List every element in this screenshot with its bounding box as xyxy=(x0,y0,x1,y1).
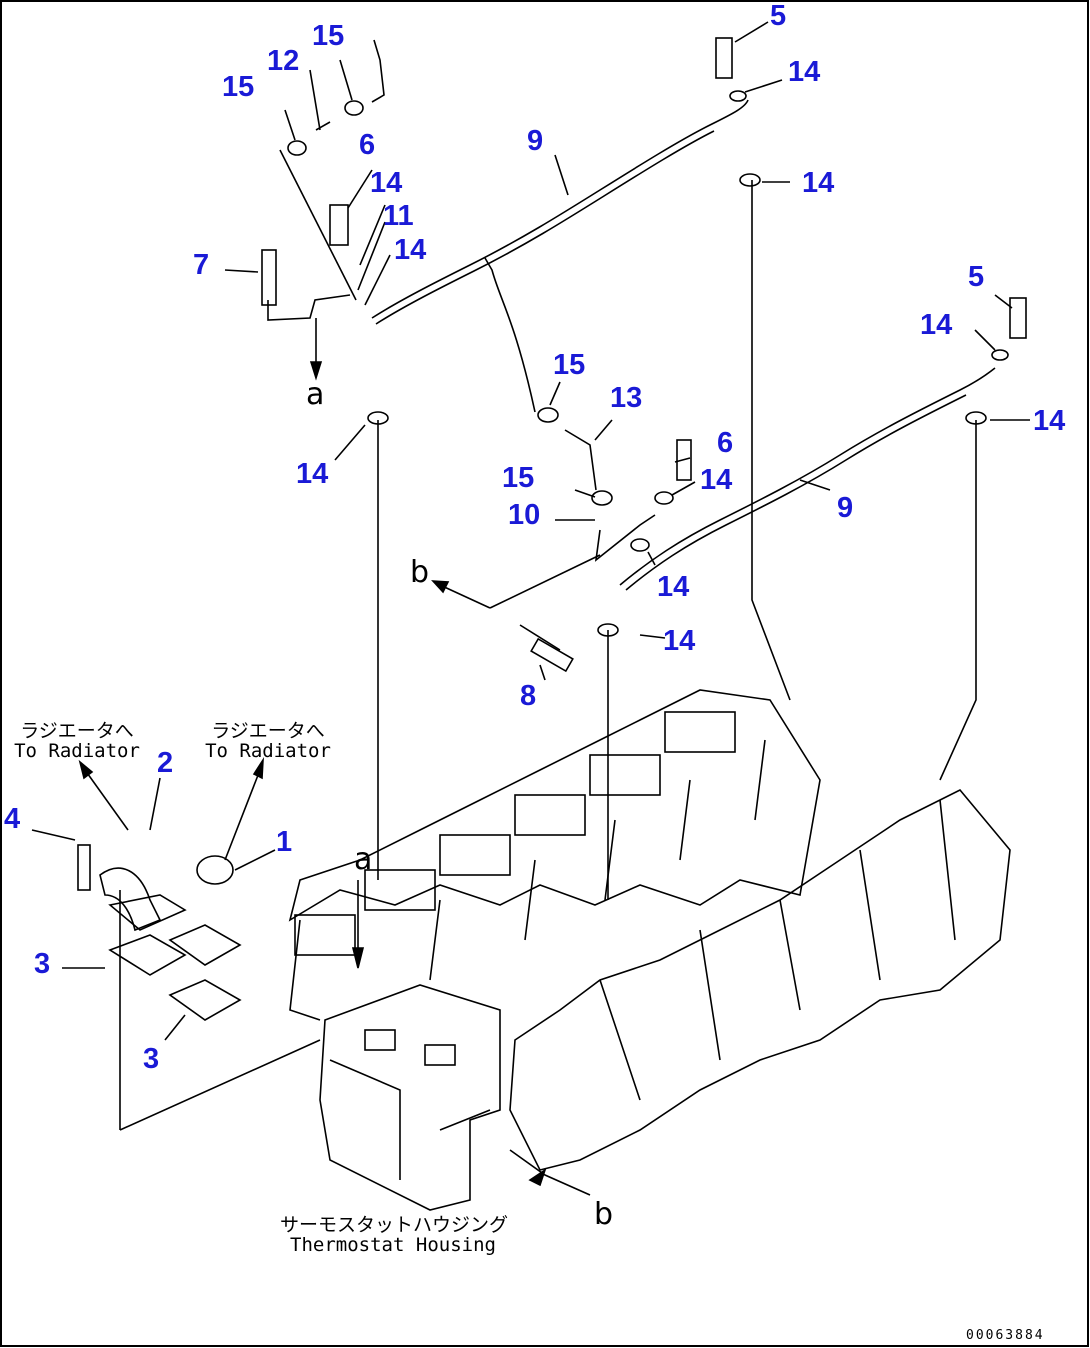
outlet-assembly xyxy=(77,757,264,1130)
callout-6-bolt-2: 6 xyxy=(717,427,734,459)
callout-7-bolt: 7 xyxy=(193,249,210,281)
callout-6-bolt: 6 xyxy=(359,129,376,161)
callout-14-washer-3: 14 xyxy=(370,167,403,199)
callout-3-gasket: 3 xyxy=(34,948,51,980)
callout-3-gasket-2: 3 xyxy=(143,1043,160,1075)
pipe-9-lower xyxy=(619,367,996,586)
callout-14-washer-10: 14 xyxy=(663,625,696,657)
callout-13-hose: 13 xyxy=(610,382,643,414)
ref-b-left: b xyxy=(410,555,430,590)
callout-15-clamp: 15 xyxy=(222,71,255,103)
ref-a-bottom: a xyxy=(354,842,373,877)
callout-14-washer-7: 14 xyxy=(296,458,329,490)
callout-9-pipe-lower: 9 xyxy=(837,492,854,524)
document-id: 00063884 xyxy=(966,1328,1045,1343)
note-en: Thermostat Housing xyxy=(290,1233,496,1256)
callout-9-pipe-upper: 9 xyxy=(527,125,544,157)
callout-4-bolt: 4 xyxy=(4,803,21,835)
callout-14-washer-4: 14 xyxy=(394,234,427,266)
note-jp: ラジエータへ xyxy=(211,720,325,742)
pipe-9-upper xyxy=(371,99,749,319)
note-to-radiator-right: ラジエータへ To Radiator xyxy=(196,720,340,762)
ref-b-bottom: b xyxy=(594,1197,614,1232)
callout-15-clamp-4: 15 xyxy=(502,462,535,494)
callout-15-clamp-2: 15 xyxy=(312,20,345,52)
callout-14-washer-2: 14 xyxy=(802,167,835,199)
note-jp: サーモスタットハウジング xyxy=(280,1214,509,1236)
callout-8-bolt: 8 xyxy=(520,680,537,712)
callout-14-washer-8: 14 xyxy=(700,464,733,496)
callout-14-washer-5: 14 xyxy=(920,309,953,341)
note-jp: ラジエータへ xyxy=(20,720,134,742)
callout-5-bolt: 5 xyxy=(770,0,787,32)
callout-11-joint: 11 xyxy=(383,200,414,232)
callout-1-connection: 1 xyxy=(276,826,293,858)
ref-a-top: a xyxy=(306,377,325,412)
note-to-radiator-left: ラジエータへ To Radiator xyxy=(6,720,148,762)
callout-14-washer-6: 14 xyxy=(1033,405,1066,437)
callout-2-pipe: 2 xyxy=(157,747,174,779)
thermostat-housing xyxy=(119,984,501,1211)
cylinder-block-lower xyxy=(509,789,1011,1196)
cylinder-heads-upper xyxy=(288,689,821,1021)
callout-5-bolt-2: 5 xyxy=(968,261,985,293)
callout-15-clamp-3: 15 xyxy=(553,349,586,381)
callout-10-pipe: 10 xyxy=(508,499,541,531)
note-en: To Radiator xyxy=(205,739,331,762)
note-en: To Radiator xyxy=(14,739,140,762)
callout-14-washer-9: 14 xyxy=(657,571,690,603)
callout-12-hose: 12 xyxy=(267,45,300,77)
callout-14-washer: 14 xyxy=(788,56,821,88)
note-thermostat-housing: サーモスタットハウジング Thermostat Housing xyxy=(280,1214,509,1256)
